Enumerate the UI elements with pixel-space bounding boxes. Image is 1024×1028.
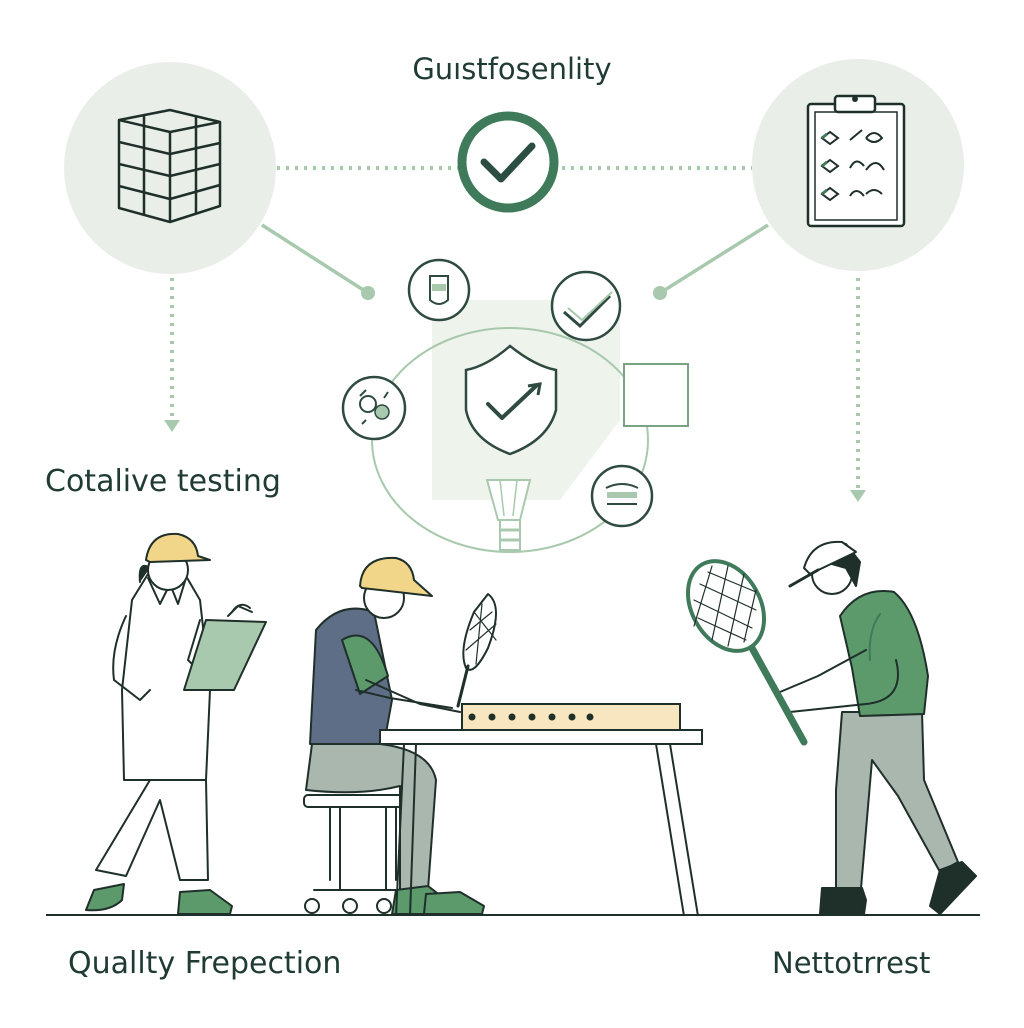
cube-node [64, 62, 276, 274]
bottom-left-label: Quallty Frepection [68, 946, 342, 981]
diagonal-connector-right [659, 223, 769, 295]
device-node [590, 464, 654, 528]
testing-bench [379, 703, 703, 917]
square-node [623, 363, 689, 427]
check-badge-ring [457, 111, 559, 213]
inspector-figure [85, 532, 267, 915]
racket-tester-figure [686, 540, 977, 915]
tennis-racket-icon [686, 559, 808, 746]
diagonal-connector-left [261, 223, 369, 295]
pencil-check-node [550, 270, 622, 342]
central-hub [341, 258, 689, 553]
cube-icon [117, 108, 222, 224]
clipboard-icon [806, 94, 906, 228]
connectors [164, 166, 866, 502]
gear-cluster-node [341, 375, 407, 441]
bench-block [461, 703, 681, 731]
check-icon [480, 142, 536, 183]
left-stage-label: Cotalive testing [45, 464, 281, 499]
clipboard-node [752, 59, 964, 271]
bench-top [379, 729, 703, 745]
seated-tester-figure [303, 556, 497, 915]
arrowhead-down-left [164, 420, 180, 432]
bottle-icon-node [407, 258, 471, 322]
lightbulb-icon [485, 479, 532, 551]
connector-dot-left [361, 286, 375, 300]
connector-dot-right [653, 286, 667, 300]
bottom-right-label: Nettotrrest [772, 946, 931, 980]
check-badge [457, 111, 559, 213]
arrowhead-down-right [850, 490, 866, 502]
diagram-title: Guıstfosenlity [412, 52, 612, 86]
shield-icon [464, 344, 558, 456]
